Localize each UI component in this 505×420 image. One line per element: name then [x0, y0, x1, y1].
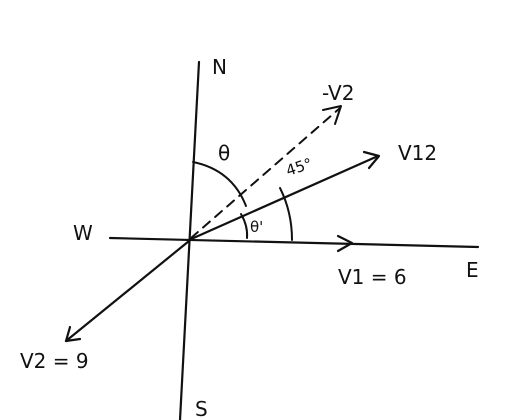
v1-arrowhead [336, 234, 354, 253]
neg-v2-label: -V2 [322, 81, 354, 105]
north-label: N [212, 55, 227, 79]
neg-v2-vector [190, 107, 341, 239]
east-label: E [466, 258, 479, 282]
neg-v2-arrowhead [322, 105, 342, 125]
west-east-axis [108, 236, 480, 249]
v12-label: V12 [398, 141, 437, 165]
theta-arc [192, 161, 247, 207]
v2-label: V2 = 9 [20, 349, 89, 373]
v12-arrowhead [362, 150, 381, 170]
theta-prime-arc [240, 213, 249, 239]
theta-prime-label: θ' [250, 218, 263, 236]
v2-arrowhead [64, 325, 82, 343]
v1-label: V1 = 6 [338, 265, 407, 289]
west-label: W [73, 221, 93, 245]
angle-45-arc [279, 187, 293, 241]
south-label: S [195, 397, 208, 420]
theta-label: θ [218, 141, 230, 165]
v2-vector [64, 239, 191, 343]
angle-45-label: 45° [284, 154, 315, 179]
